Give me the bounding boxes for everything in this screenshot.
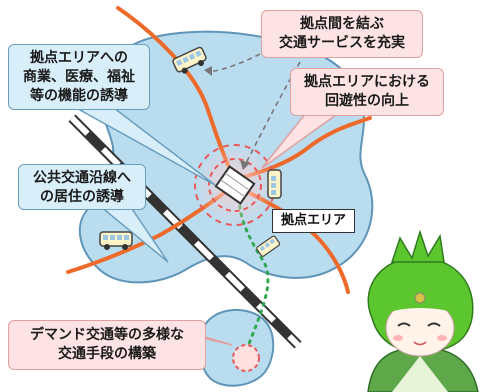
callout-residence: 公共交通沿線へ の居住の誘導 xyxy=(18,164,146,210)
callout-line: 公共交通沿線へ xyxy=(33,170,131,186)
bus-icon xyxy=(256,235,281,257)
callout-line: 交通サービスを充実 xyxy=(279,35,405,51)
hub-building-icon xyxy=(214,165,256,205)
bus-icon xyxy=(99,231,133,250)
callout-line: 等の機能の誘導 xyxy=(30,88,128,104)
callout-line: 回遊性の向上 xyxy=(325,93,409,109)
callout-line: 拠点間を結ぶ xyxy=(300,16,384,32)
callout-demand: デマンド交通等の多様な 交通手段の構築 xyxy=(8,320,206,370)
bus-icon xyxy=(267,169,282,199)
callout-circulation: 拠点エリアにおける 回遊性の向上 xyxy=(290,68,444,116)
callout-line: の居住の誘導 xyxy=(40,189,124,205)
mascot-character xyxy=(367,229,479,392)
callout-connect-services: 拠点間を結ぶ 交通サービスを充実 xyxy=(261,10,423,58)
callout-line: 拠点エリアへの xyxy=(30,50,128,66)
callout-line: 交通手段の構築 xyxy=(58,346,156,362)
callout-line: 商業、医療、福祉 xyxy=(23,69,135,85)
callout-functions: 拠点エリアへの 商業、医療、福祉 等の機能の誘導 xyxy=(8,44,150,110)
callout-line: デマンド交通等の多様な xyxy=(30,327,184,343)
railway-line xyxy=(68,114,302,349)
hub-area-label: 拠点エリア xyxy=(272,209,356,233)
bus-icon xyxy=(172,46,207,74)
callout-line: 拠点エリアにおける xyxy=(304,74,430,90)
